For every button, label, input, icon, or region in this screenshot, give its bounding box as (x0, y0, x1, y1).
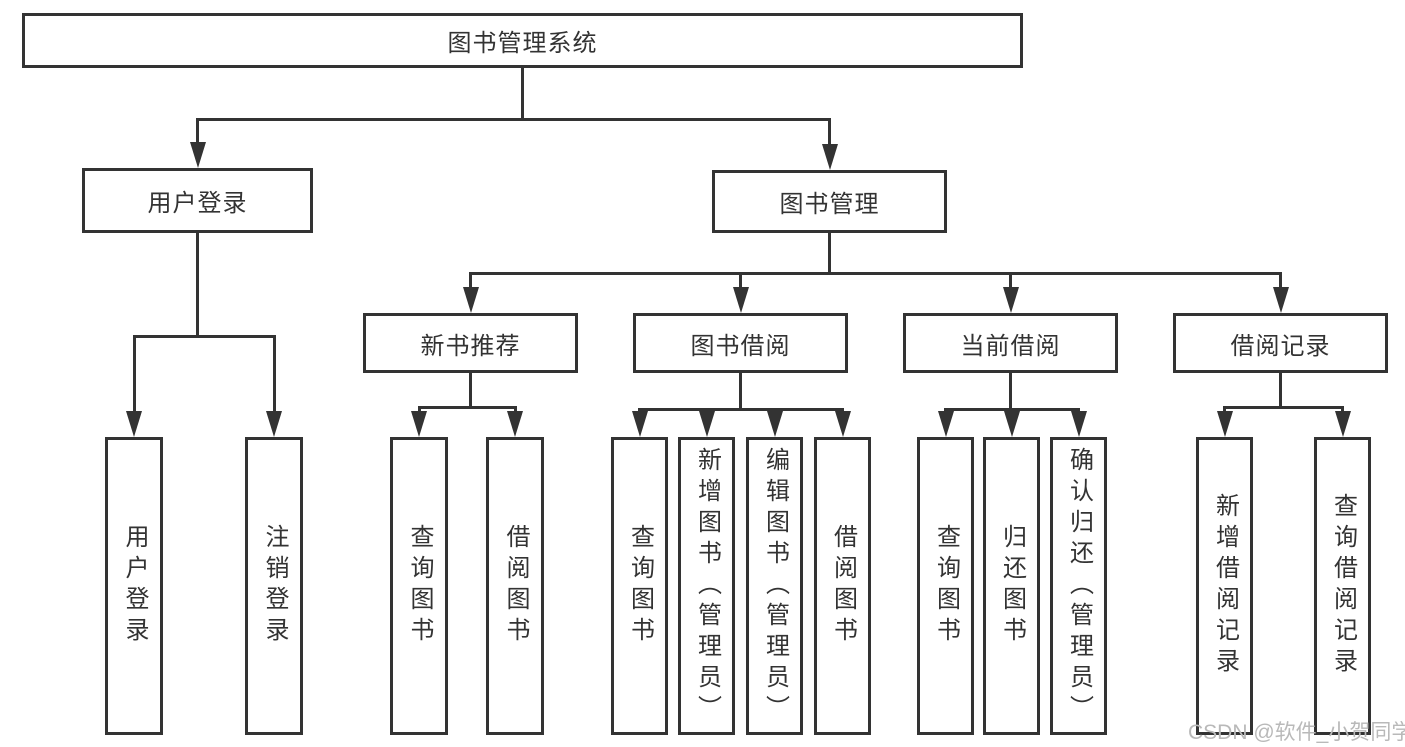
arrow-down-icon-leaf-add-books (699, 411, 715, 437)
node-user-login: 用户登录 (82, 168, 313, 233)
arrow-down-icon-leaf-borrow-books-1 (507, 411, 523, 437)
node-label-book-mgmt: 图书管理 (779, 191, 880, 218)
arrow-down-icon-current-borrow (1003, 287, 1019, 313)
node-label-leaf-edit-books: 编辑图书（管理员） (761, 446, 789, 726)
arrow-down-icon-leaf-add-borrow-record (1217, 411, 1233, 437)
connector-drop-book-borrow (739, 272, 742, 295)
connector-stem-root (521, 68, 524, 121)
arrow-down-icon-leaf-query-borrow-record (1335, 411, 1351, 437)
connector-rail-new-book-recommend (418, 406, 517, 409)
node-label-leaf-return-books: 归还图书 (998, 524, 1026, 648)
node-leaf-user-login: 用户登录 (105, 437, 163, 735)
arrow-down-icon-book-borrow (733, 287, 749, 313)
connector-stem-user-login (196, 233, 199, 338)
arrow-down-icon-new-book-recommend (463, 287, 479, 313)
connector-rail-book-mgmt (469, 272, 1282, 275)
node-label-leaf-borrow-books-1: 借阅图书 (502, 524, 529, 648)
node-leaf-query-books-2: 查询图书 (611, 437, 668, 735)
connector-drop-book-mgmt (828, 118, 831, 152)
arrow-down-icon-leaf-query-books-3 (938, 411, 954, 437)
arrow-down-icon-leaf-confirm-return (1071, 411, 1087, 437)
node-new-book-recommend: 新书推荐 (363, 313, 578, 373)
arrow-down-icon-leaf-borrow-books-2 (835, 411, 851, 437)
node-leaf-borrow-books-1: 借阅图书 (486, 437, 544, 735)
connector-stem-new-book-recommend (469, 373, 472, 409)
connector-stem-current-borrow (1009, 373, 1012, 411)
node-leaf-add-borrow-record: 新增借阅记录 (1196, 437, 1253, 735)
node-label-leaf-add-borrow-record: 新增借阅记录 (1211, 493, 1239, 679)
node-leaf-query-books-3: 查询图书 (917, 437, 974, 735)
node-leaf-confirm-return: 确认归还（管理员） (1050, 437, 1107, 735)
arrow-down-icon-leaf-query-books-2 (632, 411, 648, 437)
connector-stem-book-mgmt (828, 233, 831, 275)
arrow-down-icon-user-login (190, 142, 206, 168)
node-root: 图书管理系统 (22, 13, 1023, 68)
connector-drop-leaf-logout (273, 335, 276, 419)
connector-drop-new-book-recommend (469, 272, 472, 295)
connector-drop-leaf-user-login (133, 335, 136, 419)
node-leaf-edit-books: 编辑图书（管理员） (746, 437, 803, 735)
node-book-mgmt: 图书管理 (712, 170, 947, 233)
node-label-leaf-add-books: 新增图书（管理员） (693, 446, 721, 726)
csdn-watermark: CSDN @软件_小贺同学 (1188, 721, 1405, 744)
arrow-down-icon-leaf-edit-books (767, 411, 783, 437)
arrow-down-icon-leaf-user-login (126, 411, 142, 437)
node-label-user-login: 用户登录 (147, 190, 248, 217)
connector-drop-borrow-records (1279, 272, 1282, 295)
node-label-book-borrow: 图书借阅 (690, 332, 791, 360)
node-leaf-logout: 注销登录 (245, 437, 303, 735)
arrow-down-icon-leaf-query-books-1 (411, 411, 427, 437)
connector-stem-book-borrow (739, 373, 742, 411)
connector-rail-user-login (133, 335, 276, 338)
node-book-borrow: 图书借阅 (633, 313, 848, 373)
node-label-leaf-borrow-books-2: 借阅图书 (829, 524, 857, 648)
arrow-down-icon-leaf-return-books (1004, 411, 1020, 437)
node-leaf-borrow-books-2: 借阅图书 (814, 437, 871, 735)
node-label-current-borrow: 当前借阅 (960, 332, 1061, 360)
connector-drop-current-borrow (1009, 272, 1012, 295)
node-leaf-add-books: 新增图书（管理员） (678, 437, 735, 735)
connector-drop-user-login (196, 118, 199, 150)
arrow-down-icon-leaf-logout (266, 411, 282, 437)
arrow-down-icon-borrow-records (1273, 287, 1289, 313)
node-leaf-query-borrow-record: 查询借阅记录 (1314, 437, 1371, 735)
node-borrow-records: 借阅记录 (1173, 313, 1388, 373)
node-label-leaf-query-books-3: 查询图书 (932, 524, 960, 648)
node-leaf-query-books-1: 查询图书 (390, 437, 448, 735)
connector-rail-book-borrow (638, 408, 844, 411)
node-label-leaf-confirm-return: 确认归还（管理员） (1065, 446, 1093, 726)
connector-rail-borrow-records (1223, 406, 1344, 409)
node-current-borrow: 当前借阅 (903, 313, 1118, 373)
node-label-leaf-query-borrow-record: 查询借阅记录 (1329, 493, 1357, 679)
node-label-leaf-user-login: 用户登录 (121, 524, 148, 648)
node-label-leaf-query-books-1: 查询图书 (406, 524, 433, 648)
connector-rail-root (196, 118, 831, 121)
node-leaf-return-books: 归还图书 (983, 437, 1040, 735)
node-label-root: 图书管理系统 (447, 30, 598, 57)
node-label-new-book-recommend: 新书推荐 (420, 332, 521, 360)
node-label-leaf-query-books-2: 查询图书 (626, 524, 654, 648)
connector-stem-borrow-records (1279, 373, 1282, 409)
node-label-borrow-records: 借阅记录 (1230, 332, 1331, 360)
node-label-leaf-logout: 注销登录 (261, 524, 288, 648)
arrow-down-icon-book-mgmt (822, 144, 838, 170)
